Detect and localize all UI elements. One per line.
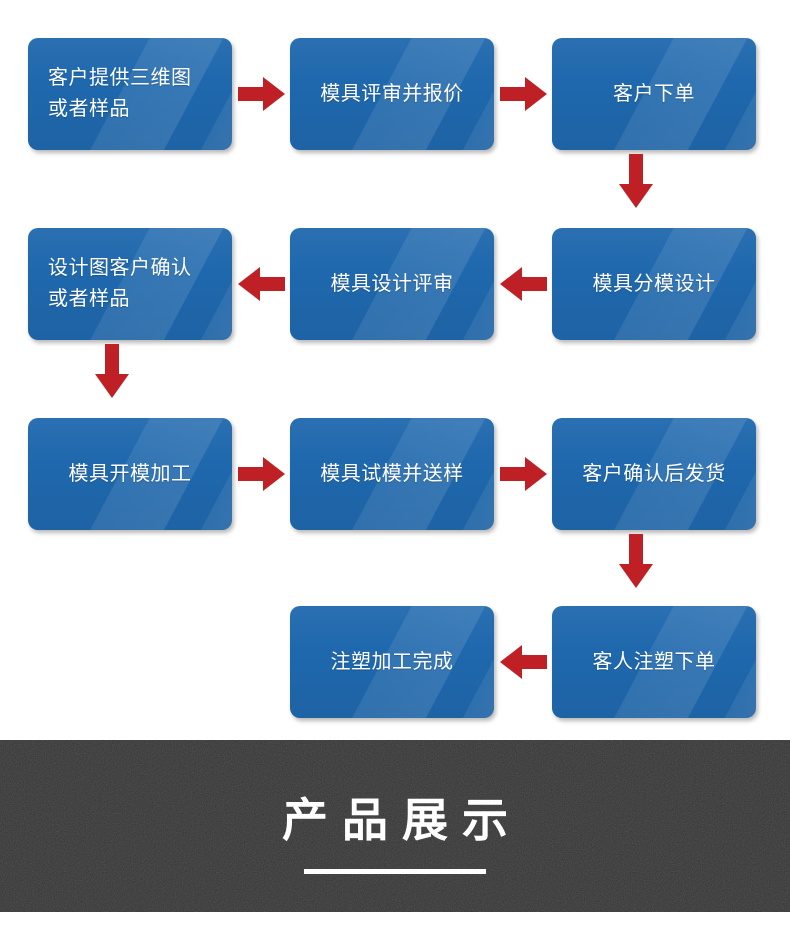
flow-node-label: 客户提供三维图 或者样品: [48, 67, 192, 120]
arrow-right-icon: [238, 74, 286, 114]
flow-node-customer-injection-order[interactable]: 客人注塑下单: [552, 606, 756, 718]
flow-node-mold-parting-design[interactable]: 模具分模设计: [552, 228, 756, 340]
arrow-left-icon: [238, 264, 286, 304]
section-banner: 产品展示: [0, 740, 790, 912]
flow-node-label: 设计图客户确认 或者样品: [48, 257, 192, 310]
flow-node-mold-review-and-quote[interactable]: 模具评审并报价: [290, 38, 494, 150]
flow-node-mold-machining[interactable]: 模具开模加工: [28, 418, 232, 530]
arrow-right-icon: [500, 454, 548, 494]
process-flowchart: 客户提供三维图 或者样品 模具评审并报价 客户下单 设计图客户确认 或者样品 模…: [28, 38, 756, 718]
flow-node-label: 模具试模并送样: [320, 462, 464, 485]
arrow-right-icon: [238, 454, 286, 494]
flow-node-customer-places-order[interactable]: 客户下单: [552, 38, 756, 150]
flow-node-ship-after-confirmation[interactable]: 客户确认后发货: [552, 418, 756, 530]
banner-underline: [304, 868, 486, 874]
flow-node-label: 注塑加工完成: [330, 650, 454, 673]
flow-node-label: 客人注塑下单: [592, 650, 716, 673]
arrow-down-icon: [616, 154, 656, 210]
flow-node-label: 模具分模设计: [592, 272, 716, 295]
arrow-down-icon: [92, 344, 132, 400]
flow-node-customer-provides-3d-drawing[interactable]: 客户提供三维图 或者样品: [28, 38, 232, 150]
banner-title: 产品展示: [282, 793, 522, 846]
flow-node-label: 模具设计评审: [330, 272, 454, 295]
flow-node-injection-molding-complete[interactable]: 注塑加工完成: [290, 606, 494, 718]
flow-node-design-confirmation[interactable]: 设计图客户确认 或者样品: [28, 228, 232, 340]
flow-node-mold-design-review[interactable]: 模具设计评审: [290, 228, 494, 340]
flow-node-mold-trial-and-sample[interactable]: 模具试模并送样: [290, 418, 494, 530]
flow-node-label: 客户下单: [613, 82, 695, 105]
flow-node-label: 模具评审并报价: [320, 82, 464, 105]
arrow-down-icon: [616, 534, 656, 590]
arrow-left-icon: [500, 642, 548, 682]
arrow-left-icon: [500, 264, 548, 304]
flow-node-label: 客户确认后发货: [582, 462, 726, 485]
flow-node-label: 模具开模加工: [68, 462, 192, 485]
arrow-right-icon: [500, 74, 548, 114]
